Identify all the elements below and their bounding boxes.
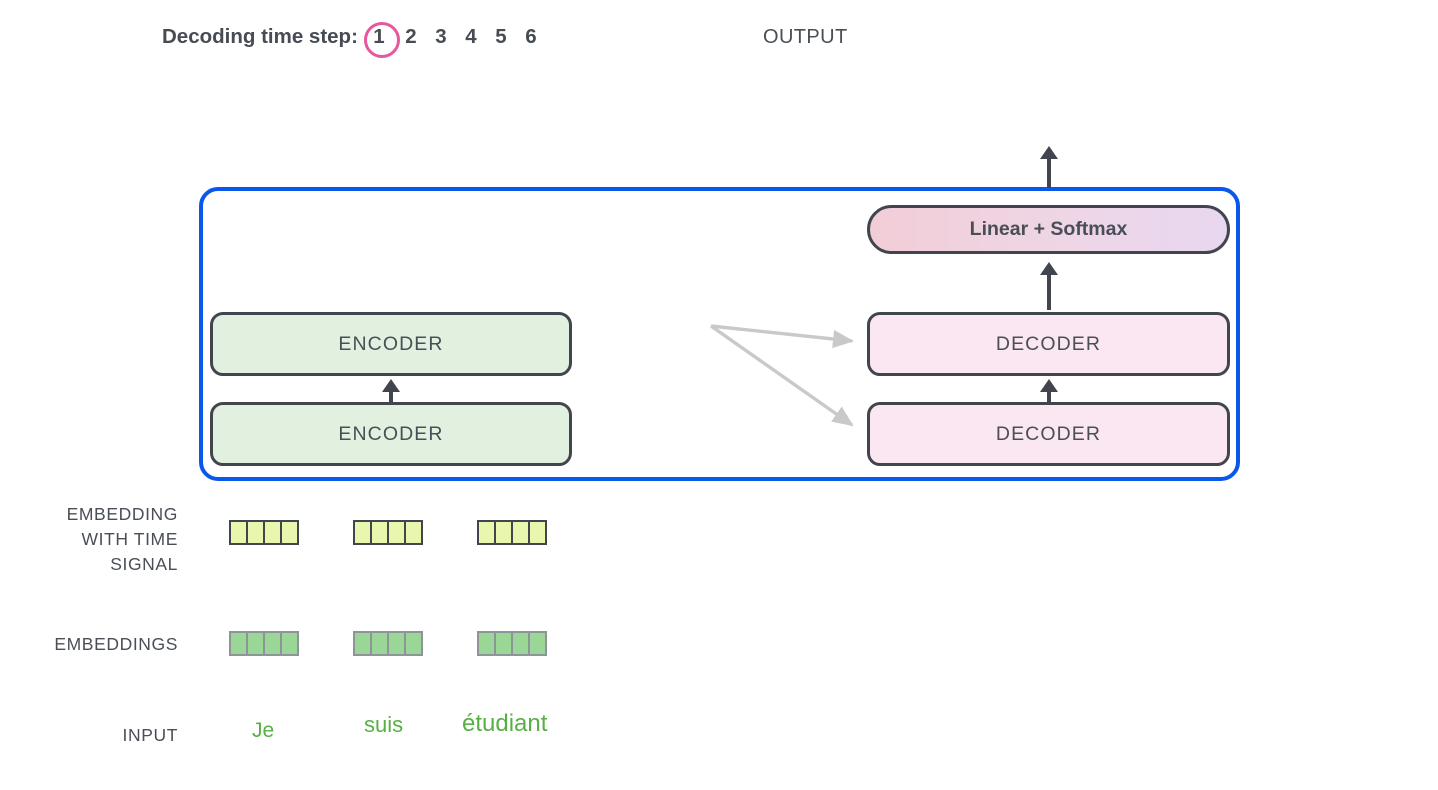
time-step-3[interactable]: 3 — [435, 25, 447, 48]
time-step-2[interactable]: 2 — [405, 25, 417, 48]
encoder-block-bottom[interactable]: ENCODER — [210, 402, 572, 466]
time-signal-cell-group-2 — [353, 520, 423, 545]
decoder-to-linear-arrow-icon — [1040, 262, 1058, 310]
decoding-time-step-selector: Decoding time step: 1 2 3 4 5 6 — [162, 20, 546, 58]
decoder-block-top[interactable]: DECODER — [867, 312, 1230, 376]
label-line-1: EMBEDDING — [66, 504, 178, 524]
input-word-2: suis — [364, 712, 404, 737]
transformer-model-container — [199, 187, 1240, 481]
cell — [404, 631, 423, 656]
embeddings-label: EMBEDDINGS — [54, 634, 178, 654]
encoder-stack-arrow-icon — [382, 379, 400, 405]
encoder-block-top[interactable]: ENCODER — [210, 312, 572, 376]
cell — [280, 520, 299, 545]
input-label: INPUT — [122, 725, 178, 745]
embedding-with-time-signal-label: EMBEDDING WITH TIME SIGNAL — [0, 502, 178, 577]
decoding-time-step-label: Decoding time step: — [162, 25, 358, 48]
linear-softmax-block[interactable]: Linear + Softmax — [867, 205, 1230, 254]
embedding-cell-group-2 — [353, 631, 423, 656]
input-word-1: Je — [252, 719, 275, 742]
embedding-cell-group-3 — [477, 631, 547, 656]
time-step-1[interactable]: 1 — [362, 20, 400, 58]
output-arrow-icon — [1040, 146, 1058, 188]
encoder-decoder-cross-arrows-icon — [710, 324, 855, 427]
time-step-6[interactable]: 6 — [525, 25, 537, 48]
cell — [528, 631, 547, 656]
time-signal-cell-group-3 — [477, 520, 547, 545]
label-line-3: SIGNAL — [110, 554, 178, 574]
cell — [528, 520, 547, 545]
embedding-cell-group-1 — [229, 631, 299, 656]
time-step-4[interactable]: 4 — [465, 25, 477, 48]
output-label: OUTPUT — [763, 26, 848, 48]
decoder-block-bottom[interactable]: DECODER — [867, 402, 1230, 466]
decoder-stack-arrow-icon — [1040, 379, 1058, 405]
cell — [280, 631, 299, 656]
cell — [404, 520, 423, 545]
time-signal-cell-group-1 — [229, 520, 299, 545]
time-step-5[interactable]: 5 — [495, 25, 507, 48]
label-line-2: WITH TIME — [81, 529, 178, 549]
input-word-3: étudiant — [462, 710, 548, 737]
